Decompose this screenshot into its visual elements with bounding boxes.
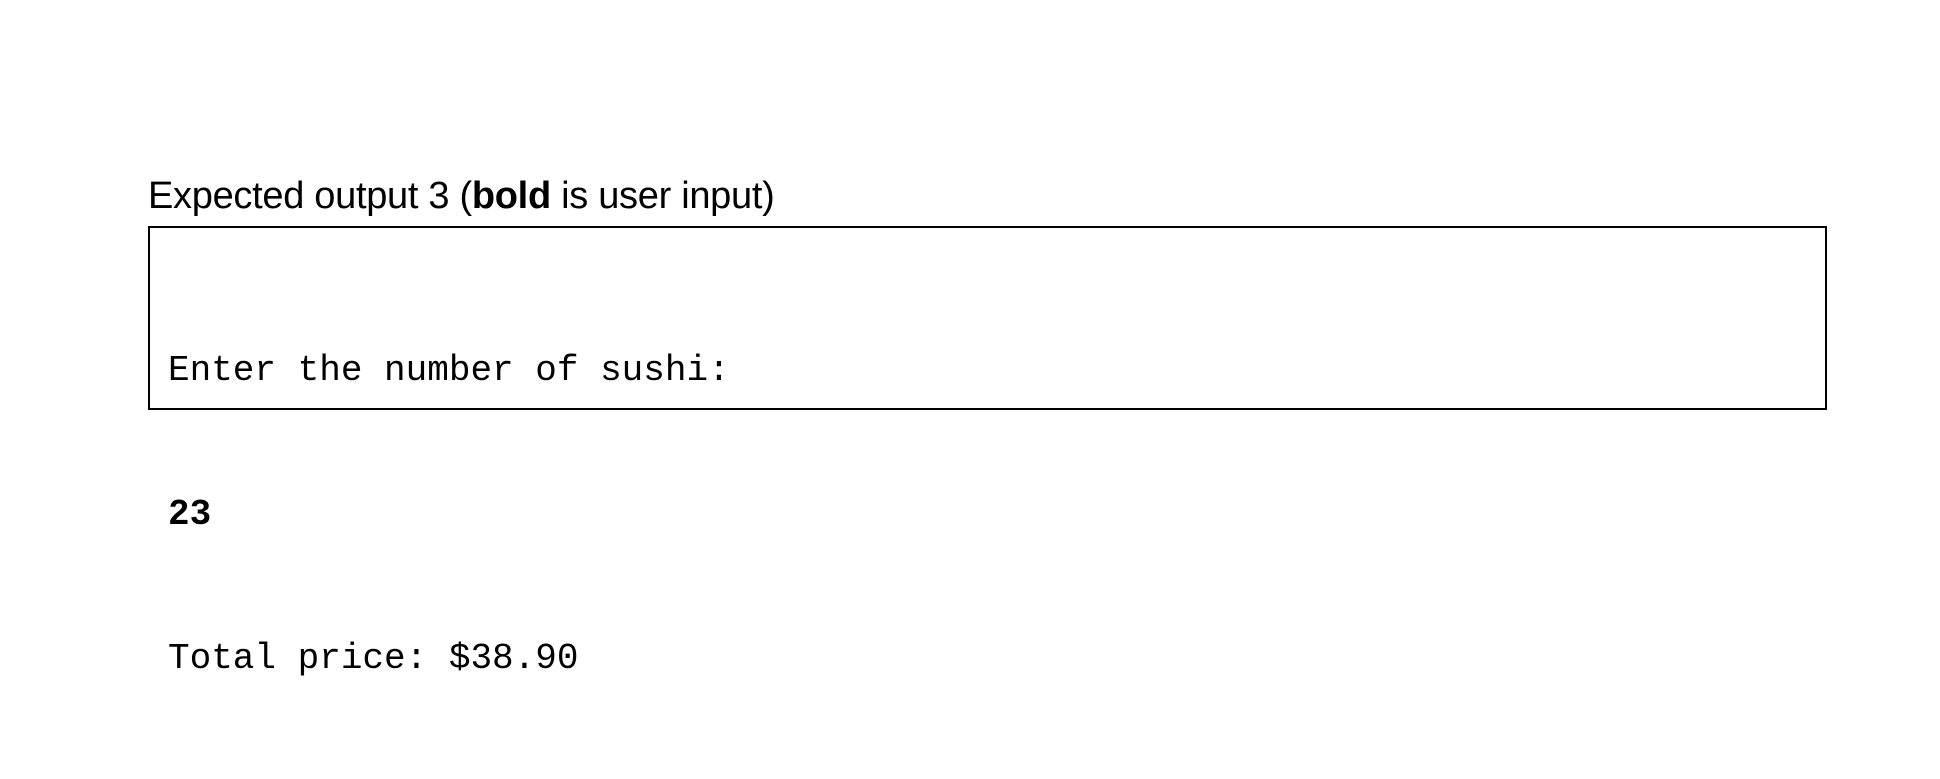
prompt-line: Enter the number of sushi:	[168, 350, 730, 391]
expected-output-box: Enter the number of sushi: 23 Total pric…	[148, 226, 1827, 679]
expected-output-heading: Expected output 3 (bold is user input)	[148, 172, 775, 220]
heading-prefix: Expected output 3 (	[148, 175, 472, 217]
console-output: Enter the number of sushi: 23 Total pric…	[168, 251, 730, 779]
total-price-line: Total price: $38.90	[168, 638, 579, 679]
user-input-line: 23	[168, 494, 212, 535]
heading-bold-word: bold	[471, 175, 551, 217]
heading-suffix: is user input)	[550, 175, 775, 217]
